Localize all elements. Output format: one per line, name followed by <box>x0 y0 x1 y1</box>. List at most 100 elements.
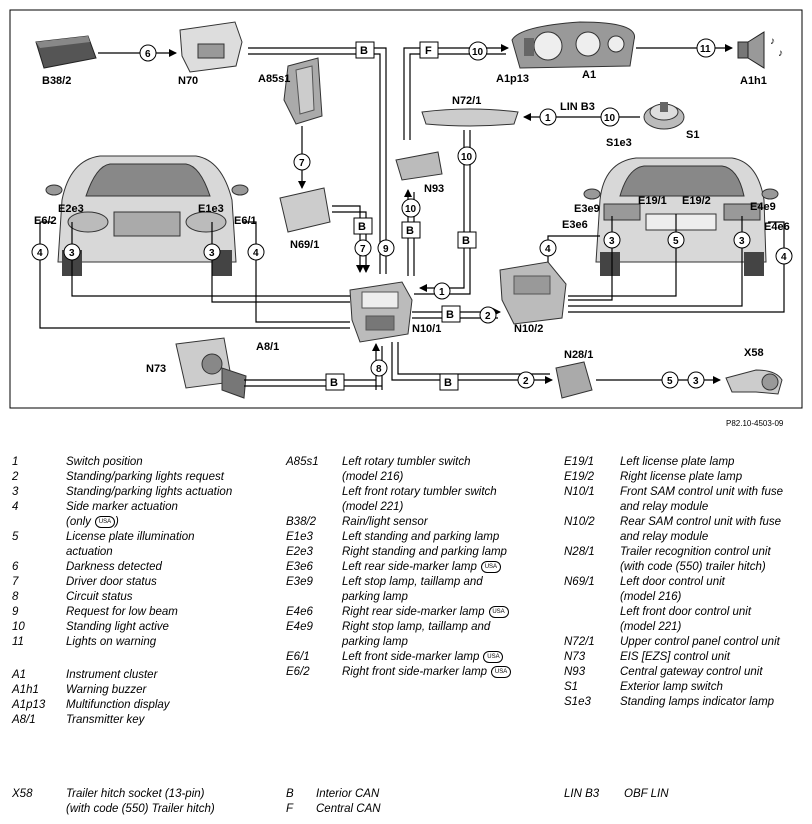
signal-2-sam: 2 <box>479 306 497 324</box>
svg-text:5: 5 <box>673 236 679 247</box>
svg-text:3: 3 <box>209 248 215 259</box>
legend-text: Central gateway control unit <box>620 666 763 678</box>
label-s1e3: S1e3 <box>606 137 632 149</box>
svg-text:B: B <box>462 235 470 247</box>
legend-key: A85s1 <box>286 456 319 468</box>
legend-text: Side marker actuation <box>66 501 178 513</box>
signal-7-a85: 7 <box>293 153 311 171</box>
svg-text:2: 2 <box>485 311 491 322</box>
signal-3-e1e3: 3 <box>203 243 221 261</box>
signal-9: 9 <box>377 239 395 257</box>
svg-text:4: 4 <box>37 248 43 259</box>
trailer-socket-icon <box>725 369 783 395</box>
label-a1p13: A1p13 <box>496 73 529 85</box>
label-e6-1: E6/1 <box>234 215 257 227</box>
svg-text:4: 4 <box>781 252 787 263</box>
rear-car-icon <box>583 157 779 276</box>
legend-text: Darkness detected <box>66 561 162 573</box>
legend-text: Upper control panel control unit <box>620 636 780 648</box>
legend-key: X58 <box>12 788 33 800</box>
signal-5-e19: 5 <box>667 231 685 249</box>
label-s1: S1 <box>686 129 699 141</box>
signal-3-e4e9: 3 <box>733 231 751 249</box>
legend-key: E19/1 <box>564 456 595 468</box>
door-control-unit-icon <box>279 187 331 233</box>
legend-text: Right license plate lamp <box>620 471 743 483</box>
usa-badge-icon: USA <box>483 650 504 663</box>
legend-text: Central CAN <box>316 803 381 815</box>
bus-b-n28: B <box>439 373 459 391</box>
instrument-cluster-icon <box>511 21 636 69</box>
legend-text: Driver door status <box>66 576 157 588</box>
signal-4-e4e6: 4 <box>775 247 793 265</box>
legend-text: Front SAM control unit with fuse <box>620 486 783 498</box>
bus-b-sam: B <box>441 305 461 323</box>
signal-1-lin: 1 <box>539 108 557 126</box>
signal-5-x58: 5 <box>661 371 679 389</box>
label-x58: X58 <box>744 347 764 359</box>
rear-sam-icon <box>499 261 567 325</box>
label-e4e9: E4e9 <box>750 201 776 213</box>
front-sam-icon <box>349 281 413 343</box>
label-n70: N70 <box>178 75 198 87</box>
label-lin-b3: LIN B3 <box>560 101 595 113</box>
legend-text: Left front rotary tumbler switch <box>342 486 497 498</box>
label-n93: N93 <box>424 183 444 195</box>
signal-7-n69: 7 <box>354 239 372 257</box>
legend-text: (with code (550) trailer hitch) <box>620 561 766 573</box>
legend-text: Rain/light sensor <box>342 516 428 528</box>
label-e6-2: E6/2 <box>34 215 57 227</box>
legend-text: parking lamp <box>342 636 408 648</box>
legend-key: N73 <box>564 651 586 663</box>
legend-key: LIN B3 <box>564 788 600 800</box>
signal-3-x58: 3 <box>687 371 705 389</box>
legend-key: E6/2 <box>286 666 310 678</box>
bus-b-n93: B <box>401 221 421 239</box>
legend-text: parking lamp <box>342 591 408 603</box>
bus-b-n73: B <box>325 373 345 391</box>
svg-text:3: 3 <box>69 248 75 259</box>
exterior-lamp-switch-icon <box>643 102 685 130</box>
svg-text:1: 1 <box>545 113 551 124</box>
label-e19-2: E19/2 <box>682 195 711 207</box>
svg-text:5: 5 <box>667 376 673 387</box>
legend-key: 10 <box>12 621 25 633</box>
legend-text: Lights on warning <box>66 636 157 648</box>
eis-control-unit-icon <box>175 337 247 399</box>
legend-text: Warning buzzer <box>66 684 147 696</box>
svg-text:4: 4 <box>253 248 259 259</box>
label-a8-1: A8/1 <box>256 341 279 353</box>
legend-text: Trailer recognition control unit <box>620 546 771 558</box>
signal-numbers: 6 10 11 1 10 10 10 7 7 9 1 2 8 2 5 3 4 3… <box>31 38 793 389</box>
rotary-tumbler-switch-icon <box>283 57 323 125</box>
svg-text:8: 8 <box>376 364 382 375</box>
